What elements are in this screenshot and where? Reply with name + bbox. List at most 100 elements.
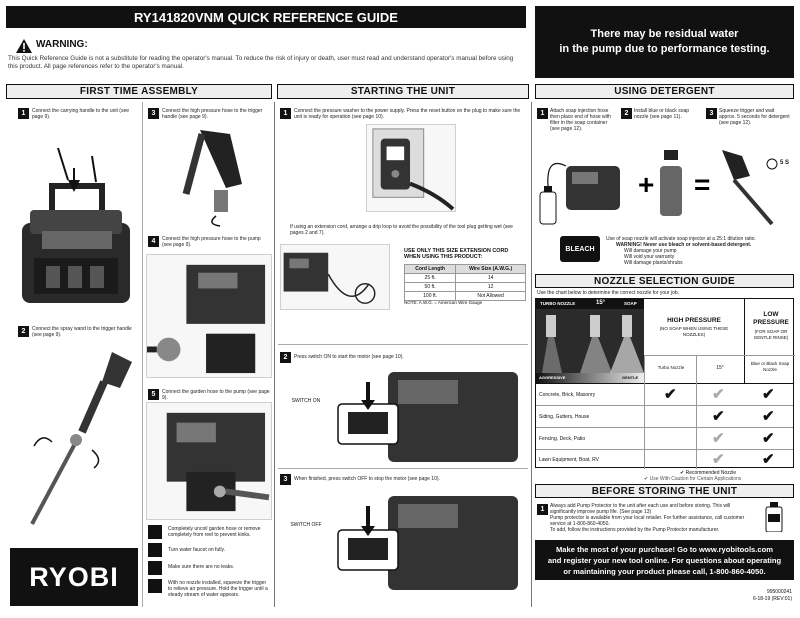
check-soap: ✔ [762, 386, 775, 403]
assembly-step-4-number: 4 [148, 236, 159, 247]
assembly-step-1-number: 1 [18, 108, 29, 119]
table-row: 100 ft. Not Allowed [403, 291, 526, 301]
switch-off-illustration [328, 486, 524, 598]
table-row: Lawn Equipment, Boat, RV ✔ ✔ [536, 449, 793, 469]
tip-4-text: With no nozzle installed, squeeze the tr… [168, 580, 268, 598]
table-row: 25 ft. 14 [403, 273, 526, 283]
assembly-step-2-number: 2 [18, 326, 29, 337]
detergent-step-2-number: 2 [621, 108, 632, 119]
start-step-1-number: 1 [280, 108, 291, 119]
residual-line-1: There may be residual water [590, 28, 739, 40]
bleach-icon: BLEACH [560, 236, 600, 262]
cell-length: 100 ft. [403, 291, 457, 301]
ryobi-logo: RYOBI [10, 548, 138, 606]
drip-loop-illustration [280, 244, 390, 310]
nozzle-image-panel: TURBO NOZZLE 15° SOAP AGGRESSIVE GENTLE [536, 299, 644, 383]
section-first-time-assembly: FIRST TIME ASSEMBLY [6, 84, 272, 99]
cell-length: 25 ft. [403, 273, 457, 283]
nozzle-type-strip [536, 299, 644, 309]
soap-label: SOAP [624, 301, 637, 306]
start-step-2-number: 2 [280, 352, 291, 363]
table-row: Fencing, Deck, Patio ✔ ✔ [536, 427, 793, 449]
detergent-illustration: + = [536, 136, 794, 232]
detergent-bullet-3: Will damage plants/shrubs [624, 260, 683, 266]
warning-box: WARNING: This Quick Reference Guide is n… [6, 30, 526, 78]
divider-col2 [531, 102, 532, 607]
warning-text: This Quick Reference Guide is not a subs… [8, 55, 514, 70]
table-row: Concrete, Brick, Masonry ✔ ✔ ✔ [536, 383, 793, 405]
detergent-note: Use of soap nozzle will activate soap in… [606, 236, 756, 242]
detergent-bullet-2: Will void your warranty [624, 254, 675, 260]
warning-icon [16, 39, 32, 53]
check-15: ✔ [712, 408, 725, 425]
promo-line-3: or maintaining your product please call,… [563, 566, 766, 576]
switch-on-illustration [328, 362, 524, 470]
detergent-step-1-text: Attach soap injection hose then place en… [550, 108, 611, 132]
tip-4-icon [148, 579, 162, 593]
nozzle-chart: TURBO NOZZLE 15° SOAP AGGRESSIVE GENTLE … [535, 298, 795, 469]
check-15: ✔ [712, 386, 725, 403]
surface-label: Fencing, Deck, Patio [539, 436, 586, 442]
tip-3-icon [148, 561, 162, 575]
col-turbo-nozzle: Turbo Nozzle [657, 365, 685, 370]
extension-cord-heading: USE ONLY THIS SIZE EXTENSION CORD WHEN U… [404, 248, 509, 260]
section-before-storing: BEFORE STORING THE UNIT [535, 484, 794, 498]
check-15: ✔ [712, 430, 725, 447]
start-step-3-number: 3 [280, 474, 291, 485]
assembly-step-3-text: Connect the high pressure hose to the tr… [162, 108, 263, 120]
turbo-nozzle-label: TURBO NOZZLE [540, 301, 576, 306]
switch-off-label: SWITCH OFF [290, 522, 322, 528]
promo-line-2: and register your new tool online. For q… [547, 555, 782, 565]
nozzle-spray-icon [542, 315, 644, 373]
tip-2-text: Turn water faucet on fully. [168, 547, 225, 553]
assembly-step-5-illustration [146, 402, 272, 520]
fifteen-degree-label: 15° [596, 300, 606, 306]
check-soap: ✔ [762, 408, 775, 425]
promo-banner: Make the most of your purchase! Go to ww… [535, 540, 794, 580]
row-divider-2 [696, 355, 697, 469]
assembly-step-4-illustration [146, 254, 272, 378]
high-pressure-title: HIGH PRESSURE [667, 317, 721, 324]
extension-cord-table: Cord Length Wire Size (A.W.G.) 25 ft. 14… [403, 264, 526, 301]
surface-label: Lawn Equipment, Boat, RV [539, 457, 599, 463]
detergent-step-1-number: 1 [537, 108, 548, 119]
check-soap: ✔ [762, 451, 775, 468]
check-turbo: ✔ [664, 386, 677, 403]
divider-col1 [274, 102, 275, 607]
surface-label: Concrete, Brick, Masonry [539, 392, 596, 398]
residual-line-2: in the pump due to performance testing. [559, 43, 770, 55]
check-soap: ✔ [762, 430, 775, 447]
tip-1-icon [148, 525, 162, 539]
table-row: 50 ft. 12 [403, 282, 526, 292]
tip-2-icon [148, 543, 162, 557]
page-title: RY141820VNM QUICK REFERENCE GUIDE [6, 6, 526, 28]
ryobi-logo-text: RYOBI [29, 561, 119, 592]
assembly-step-1-illustration [12, 128, 138, 316]
divider-start-2 [278, 344, 528, 345]
storing-step-number: 1 [537, 504, 548, 515]
gentle-label: GENTLE [622, 375, 639, 380]
extension-note: NOTE: A.W.G. = American Wire Gauge [404, 300, 483, 305]
switch-on-label: SWITCH ON [291, 398, 321, 404]
assembly-step-2-illustration [12, 342, 138, 532]
col-15-degree: 15° [716, 365, 724, 371]
promo-line-1: Make the most of your purchase! Go to ww… [555, 544, 773, 554]
aggressive-label: AGGRESSIVE [539, 375, 566, 380]
surface-label: Siding, Gutters, House [539, 414, 590, 420]
legend-caution: ✔ Use With Caution for Certain Applicati… [644, 476, 742, 482]
cell-gauge: 14 [455, 273, 526, 283]
start-step-1-text: Connect the pressure washer to the power… [294, 108, 521, 120]
cell-length: 50 ft. [403, 282, 457, 292]
column-header-line [644, 355, 795, 356]
col-cord-length: Cord Length [403, 264, 457, 274]
extension-cord-intro: If using an extension cord, arrange a dr… [290, 224, 513, 236]
nozzle-intro: Use the chart below to determine the cor… [537, 290, 680, 296]
detergent-warning: WARNING! Never use bleach or solvent-bas… [616, 242, 752, 248]
detergent-step-2-text: Install blue or black soap nozzle (see p… [634, 108, 690, 120]
storing-line-3: To add, follow the instructions provided… [550, 527, 720, 533]
document-revision: 6-18-19 (REV:01) [753, 596, 792, 602]
check-15: ✔ [712, 451, 725, 468]
divider-assembly [142, 102, 143, 607]
svg-text:=: = [694, 169, 710, 200]
row-divider-1 [644, 355, 645, 469]
